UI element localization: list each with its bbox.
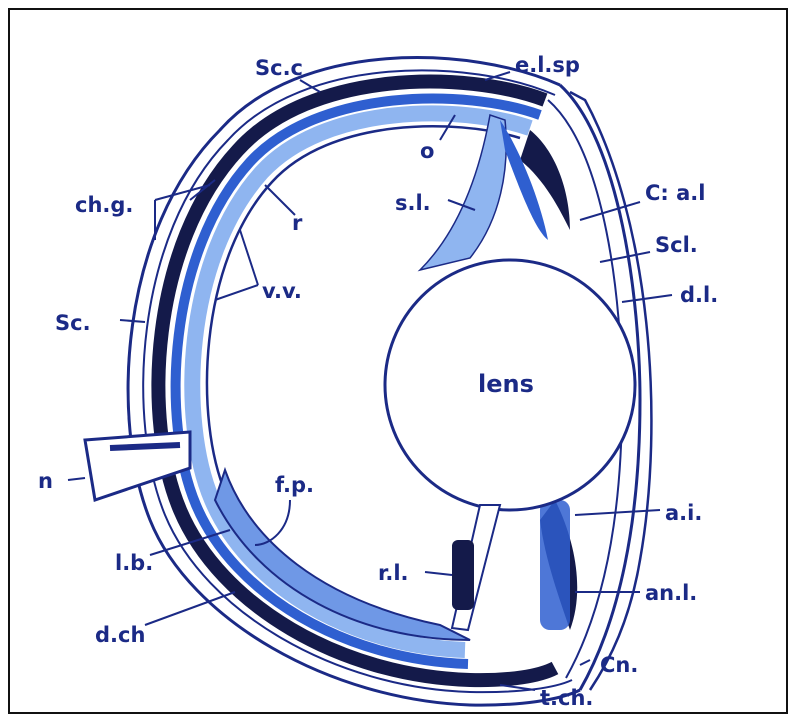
label-cn: Cn. [600, 653, 638, 677]
leader-n [68, 478, 85, 480]
label-rl: r.l. [378, 561, 409, 585]
label-sl: s.l. [395, 191, 431, 215]
optic-nerve-fibre [110, 445, 180, 448]
label-r: r [292, 211, 303, 235]
label-dl: d.l. [680, 283, 718, 307]
label-scc: Sc.c [255, 56, 303, 80]
leader-rl [425, 572, 452, 575]
leader-r [265, 185, 295, 215]
leader-cal [580, 202, 640, 220]
label-dch: d.ch [95, 623, 145, 647]
label-fp: f.p. [275, 473, 314, 497]
label-sc: Sc. [55, 311, 91, 335]
label-tch: t.ch. [540, 686, 593, 710]
label-lb: l.b. [115, 551, 153, 575]
label-ai: a.i. [665, 501, 702, 525]
label-elsp: e.l.sp [515, 53, 580, 77]
leader-scl [600, 252, 650, 262]
label-o: o [420, 139, 434, 163]
leader-dch [145, 592, 235, 625]
label-n: n [38, 469, 53, 493]
iris-lower-body [540, 500, 570, 630]
leader-cn [580, 660, 590, 665]
label-vv: v.v. [262, 279, 302, 303]
label-chg: ch.g. [75, 193, 133, 217]
retractor-muscle [452, 540, 474, 610]
label-anl: an.l. [645, 581, 697, 605]
fundus-pad [215, 470, 470, 640]
label-scl: Scl. [655, 233, 698, 257]
leader-sc [120, 320, 145, 322]
label-cal: C: a.l [645, 181, 705, 205]
label-lens: lens [478, 370, 534, 398]
leader-dl [622, 295, 672, 302]
leader-tch [500, 685, 535, 690]
